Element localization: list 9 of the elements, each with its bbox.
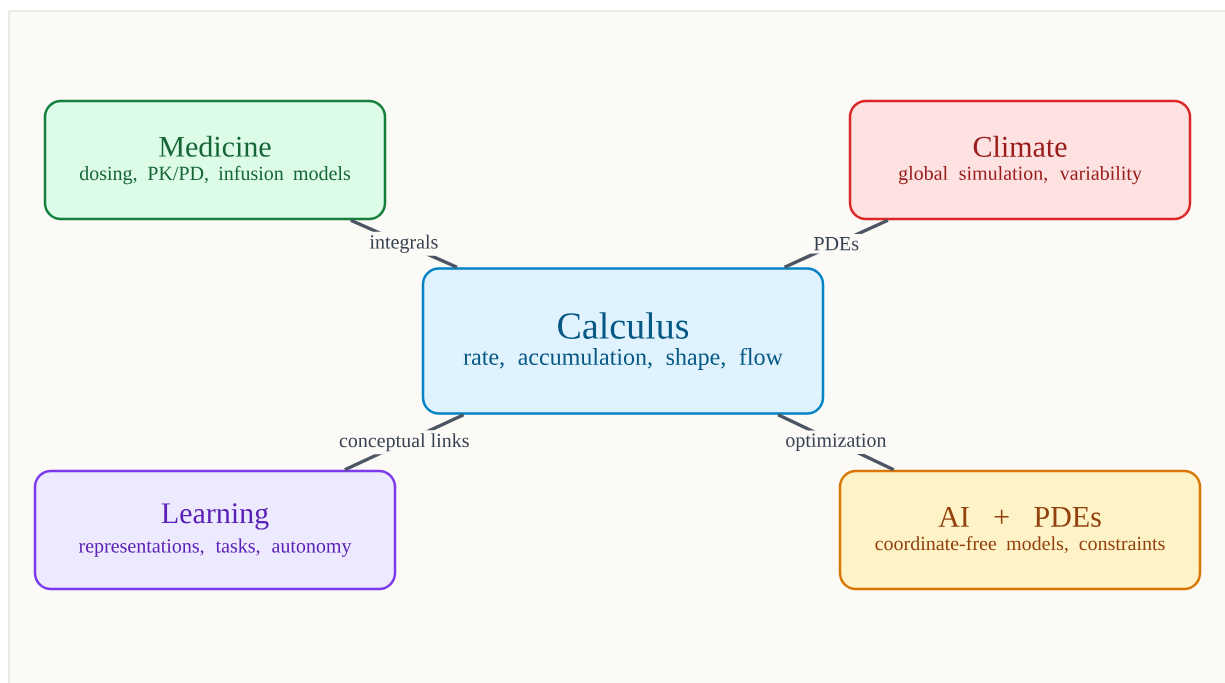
topic-box: Learning representations, tasks, autonomy bbox=[33, 469, 397, 591]
topic-box: Medicine dosing, PK/PD, infusion models bbox=[43, 99, 387, 221]
topic-box: Calculus rate, accumulation, shape, flow bbox=[421, 267, 825, 415]
edge-label: optimization bbox=[782, 430, 890, 454]
topic-box: AI + PDEs coordinate-free models, constraints bbox=[838, 469, 1202, 591]
edge-label: integrals bbox=[366, 231, 442, 256]
edge-label: conceptual links bbox=[335, 430, 473, 455]
topic-box: Climate global simulation, variability bbox=[848, 99, 1192, 221]
edge-label: PDEs bbox=[810, 234, 862, 254]
